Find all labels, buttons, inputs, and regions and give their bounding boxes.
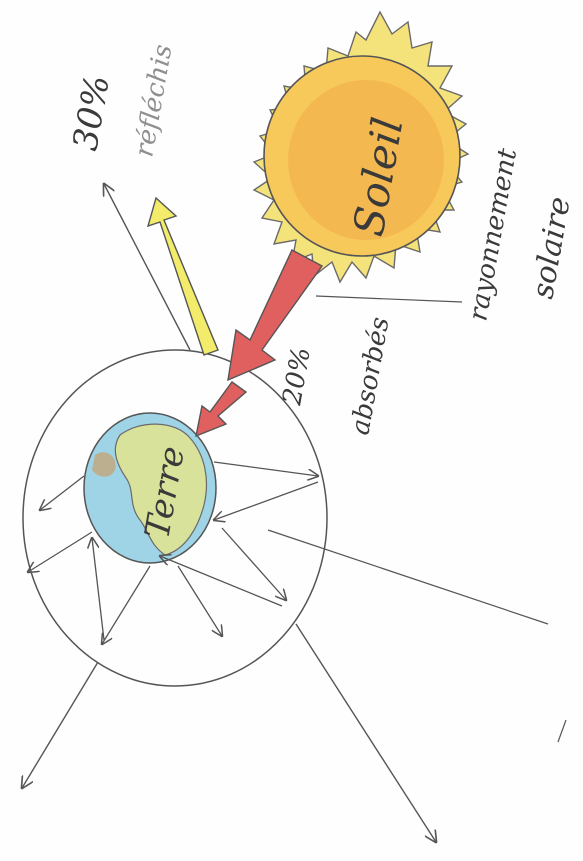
ir-arrow — [28, 532, 92, 572]
ir-arrow — [102, 566, 150, 644]
stray-mark — [558, 720, 566, 742]
ir-arrow — [92, 538, 104, 640]
reflected-word-label: réfléchis — [129, 42, 178, 159]
absorbed-percent-label: 20% — [277, 345, 317, 408]
reflected-radiation-arrow — [148, 198, 218, 355]
ir-arrow — [214, 462, 318, 476]
radiation-word-2-label: solaire — [525, 194, 577, 301]
outgoing-arrow-left — [22, 662, 98, 788]
ir-arrow — [214, 482, 318, 520]
ir-arrow — [222, 528, 286, 600]
earth-pointer-line — [268, 530, 548, 624]
ir-arrow — [160, 556, 282, 606]
radiation-word-1-label: rayonnement — [463, 146, 523, 323]
reflected-percent-label: 30% — [65, 72, 118, 153]
absorbed-word-label: absorbés — [345, 315, 395, 437]
absorbed-radiation-arrow — [196, 382, 246, 436]
ir-arrow — [178, 566, 222, 636]
radiation-pointer-line — [316, 296, 462, 302]
ir-arrow — [40, 476, 84, 510]
outgoing-arrow-bottom — [296, 624, 436, 842]
